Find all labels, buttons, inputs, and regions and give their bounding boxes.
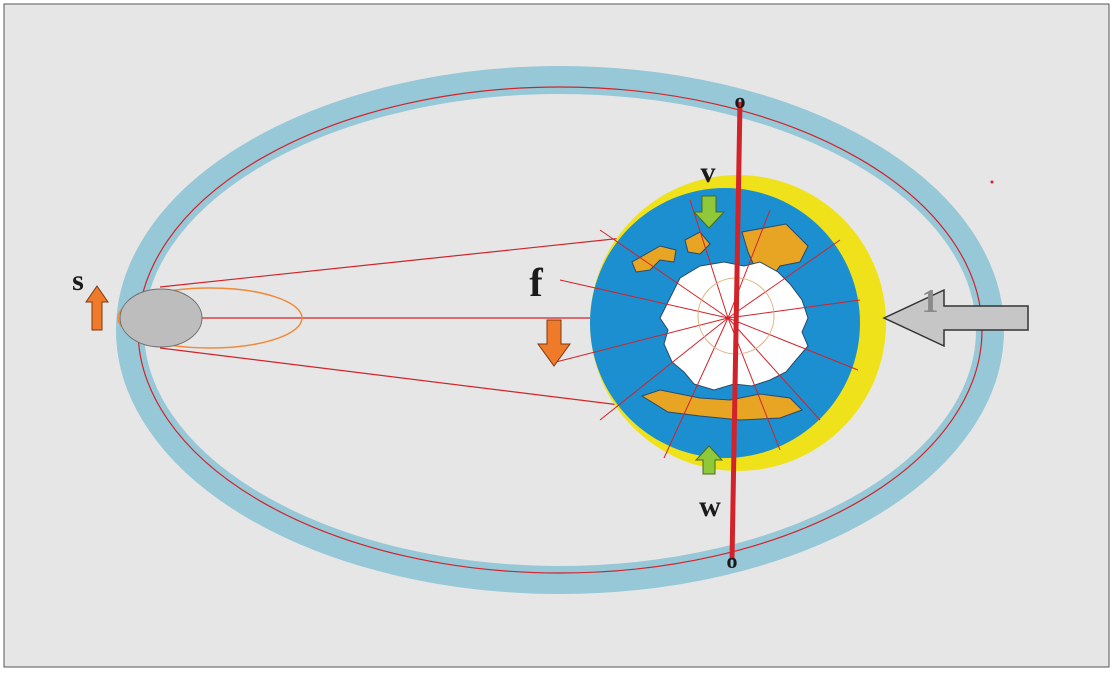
label-s: s — [72, 264, 84, 297]
rotation-axis — [729, 101, 743, 561]
label-top-o: o — [735, 88, 746, 113]
arrow-v-icon — [692, 195, 726, 229]
landmass-top-center — [684, 231, 711, 255]
sun-body — [119, 288, 203, 348]
label-1: 1 — [922, 283, 939, 320]
label-v: v — [701, 156, 716, 189]
arrow-w-icon — [694, 445, 724, 475]
sun-halo — [117, 287, 303, 349]
arrow-s-icon — [85, 285, 109, 331]
landmass-bottom — [640, 389, 803, 421]
arrow-f-icon — [537, 319, 571, 367]
arrow-1-icon — [882, 288, 1029, 348]
sun — [117, 287, 303, 349]
label-bottom-o: o — [727, 548, 738, 573]
label-f: f — [529, 260, 543, 305]
stray-dot — [990, 180, 994, 184]
label-w: w — [699, 490, 721, 523]
landmass-top-left — [631, 245, 677, 273]
